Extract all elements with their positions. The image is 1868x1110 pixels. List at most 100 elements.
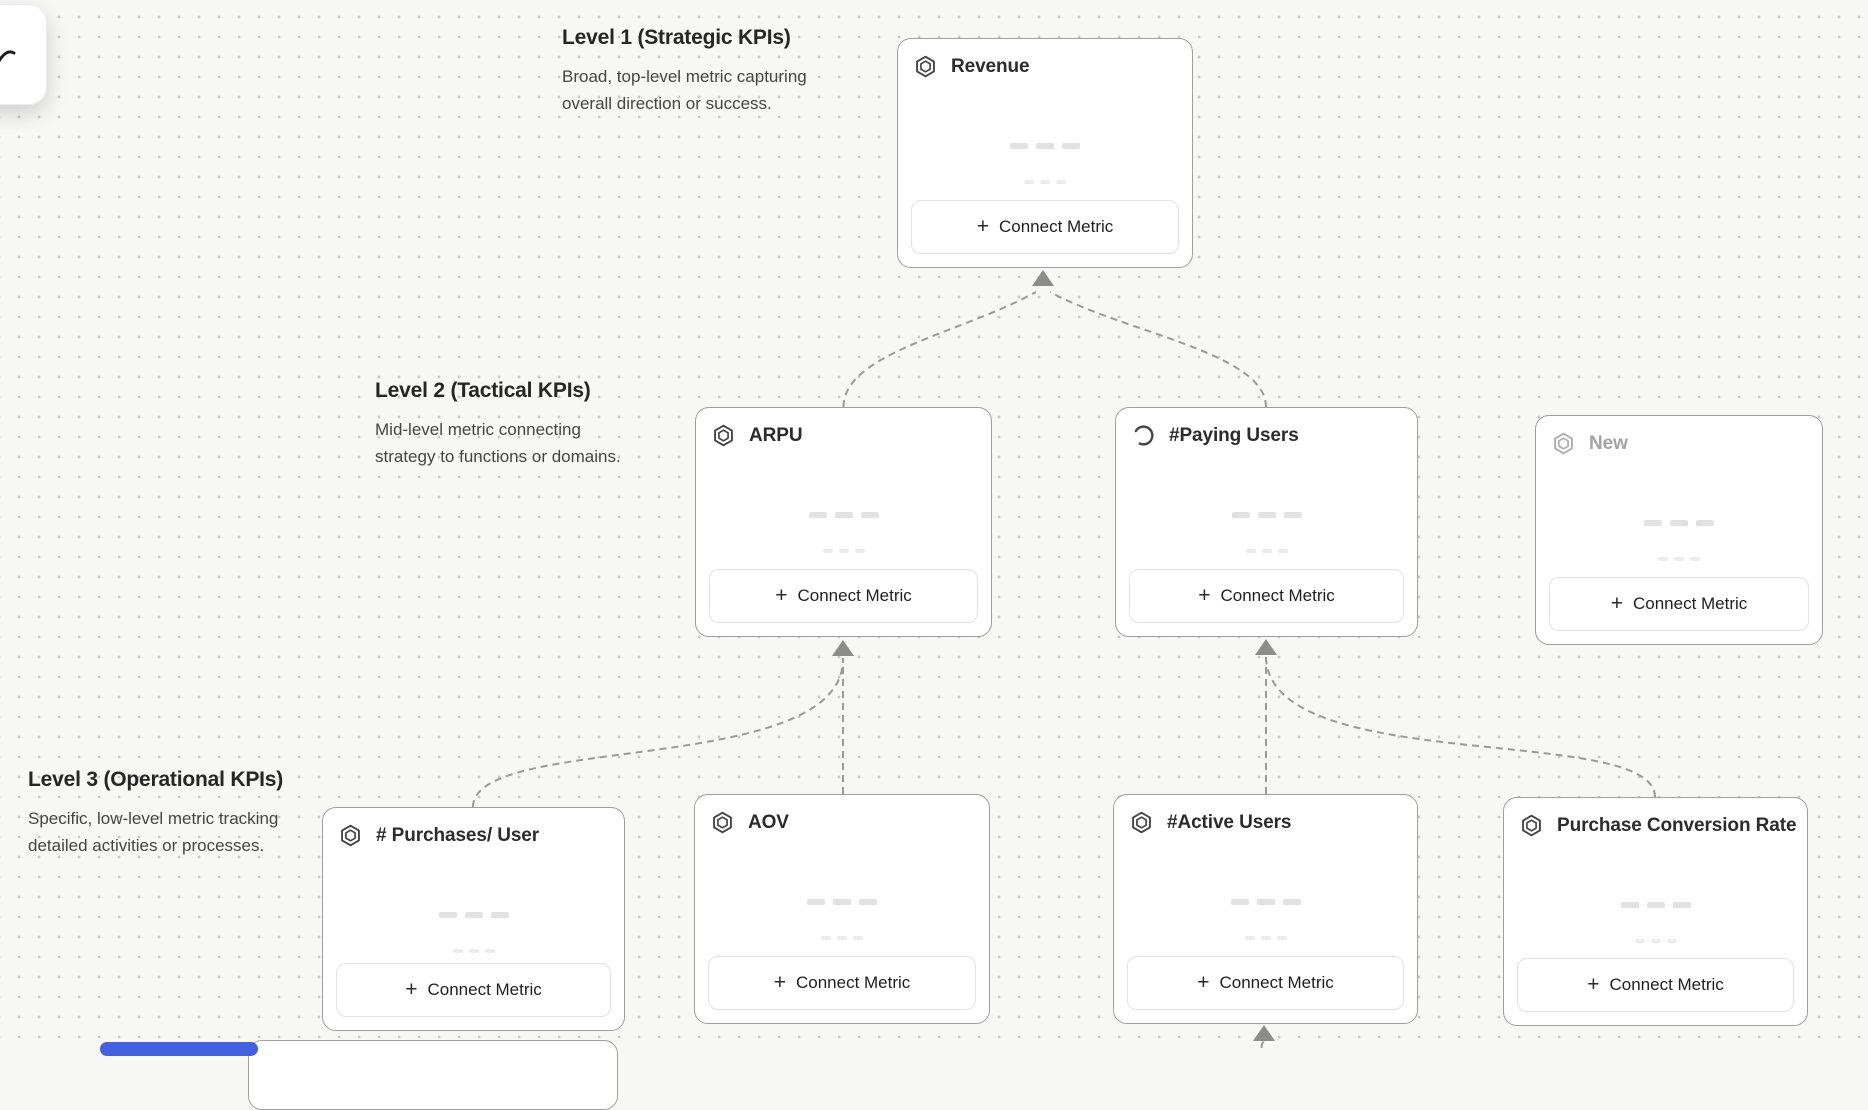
- connect-metric-button[interactable]: + Connect Metric: [1127, 956, 1404, 1010]
- connect-metric-button[interactable]: + Connect Metric: [709, 569, 978, 623]
- metric-title: ARPU: [749, 424, 803, 446]
- skeleton-bar: [859, 899, 877, 905]
- skeleton-bar: [452, 949, 463, 953]
- plus-icon: +: [1610, 591, 1623, 615]
- skeleton-bar: [1244, 936, 1255, 940]
- skeleton-bar: [1277, 549, 1288, 553]
- connect-metric-button[interactable]: + Connect Metric: [911, 200, 1179, 254]
- hexagon-badge-icon: [1551, 431, 1576, 456]
- connect-metric-button[interactable]: + Connect Metric: [1517, 958, 1794, 1012]
- skeleton-bar: [1040, 180, 1050, 184]
- hexagon-badge-icon: [710, 810, 735, 835]
- hexagon-badge-icon: [913, 54, 938, 79]
- spinner-icon: [1131, 423, 1156, 448]
- plus-icon: +: [1197, 970, 1210, 994]
- skeleton-bar: [1634, 939, 1645, 943]
- metric-card-purchase-conversion-rate[interactable]: Purchase Conversion Rate + Connect Metri…: [1503, 797, 1808, 1026]
- skeleton-placeholder: [1116, 448, 1417, 569]
- skeleton-bar: [854, 549, 865, 553]
- skeleton-bar: [1674, 557, 1684, 561]
- metric-card-purchases-per-user[interactable]: # Purchases/ User + Connect Metric: [322, 807, 625, 1031]
- hexagon-badge-icon: [338, 823, 363, 848]
- skeleton-bar: [860, 512, 879, 518]
- skeleton-placeholder: [1504, 838, 1807, 958]
- card-header: # Purchases/ User: [323, 808, 624, 848]
- skeleton-bar: [1620, 902, 1639, 908]
- skeleton-bar: [1672, 902, 1691, 908]
- skeleton-bar: [837, 936, 847, 940]
- card-header: #Active Users: [1114, 795, 1417, 835]
- skeleton-bar: [822, 549, 833, 553]
- skeleton-placeholder: [323, 848, 624, 963]
- arrowhead-up-icon: [832, 640, 854, 656]
- level-3-title: Level 3 (Operational KPIs): [28, 768, 284, 791]
- skeleton-bar: [1650, 939, 1661, 943]
- connect-metric-button[interactable]: + Connect Metric: [1549, 577, 1809, 631]
- plus-icon: +: [405, 977, 418, 1001]
- plus-icon: +: [1587, 972, 1600, 996]
- connect-metric-label: Connect Metric: [797, 586, 912, 605]
- connect-metric-label: Connect Metric: [795, 973, 911, 992]
- connect-metric-button[interactable]: + Connect Metric: [708, 956, 976, 1010]
- skeleton-bar: [1646, 902, 1665, 908]
- connect-metric-label: Connect Metric: [1632, 594, 1748, 613]
- card-header: #Paying Users: [1116, 408, 1417, 448]
- skeleton-bar: [438, 912, 457, 918]
- metric-title: #Paying Users: [1169, 424, 1299, 446]
- connect-metric-label: Connect Metric: [427, 980, 542, 999]
- metric-card-aov[interactable]: AOV + Connect Metric: [694, 794, 990, 1024]
- skeleton-bar: [1658, 557, 1668, 561]
- skeleton-placeholder: [898, 79, 1192, 200]
- connector-edges-layer: [472, 270, 1656, 1048]
- connect-metric-button[interactable]: + Connect Metric: [1129, 569, 1404, 623]
- skeleton-bar: [1276, 936, 1287, 940]
- connector-edge: [1049, 291, 1267, 408]
- metric-card-revenue[interactable]: Revenue + Connect Metric: [897, 38, 1193, 268]
- corner-toolbar[interactable]: [0, 4, 47, 105]
- metric-card-active-users[interactable]: #Active Users + Connect Metric: [1113, 794, 1418, 1024]
- cursor-icon: [0, 50, 16, 63]
- skeleton-bar: [1283, 512, 1302, 518]
- card-header: Revenue: [898, 39, 1192, 79]
- skeleton-placeholder: [1114, 835, 1417, 956]
- skeleton-bar: [1696, 520, 1714, 526]
- bottom-blue-bar[interactable]: [100, 1042, 258, 1056]
- card-header: New: [1536, 416, 1822, 456]
- skeleton-placeholder: [1536, 456, 1822, 577]
- level-2-heading-block: Level 2 (Tactical KPIs) Mid-level metric…: [375, 379, 621, 470]
- skeleton-bar: [1056, 180, 1066, 184]
- skeleton-bar: [807, 899, 825, 905]
- connector-edge: [1260, 1039, 1265, 1048]
- metric-card-arpu[interactable]: ARPU + Connect Metric: [695, 407, 992, 637]
- level-3-heading-block: Level 3 (Operational KPIs) Specific, low…: [28, 768, 283, 859]
- connect-metric-label: Connect Metric: [1219, 973, 1334, 992]
- metric-card-paying-users[interactable]: #Paying Users + Connect Metric: [1115, 407, 1418, 637]
- plus-icon: +: [773, 970, 786, 994]
- card-header: AOV: [695, 795, 989, 835]
- hexagon-badge-icon: [1129, 810, 1154, 835]
- plus-icon: +: [976, 214, 989, 238]
- connect-metric-label: Connect Metric: [998, 217, 1114, 236]
- connector-edge: [1265, 656, 1656, 798]
- metric-title: Revenue: [951, 55, 1030, 77]
- connector-edge: [472, 659, 844, 808]
- skeleton-bar: [838, 549, 849, 553]
- level-1-title: Level 1 (Strategic KPIs): [562, 26, 791, 49]
- connect-metric-button[interactable]: + Connect Metric: [336, 963, 611, 1017]
- connect-metric-label: Connect Metric: [1609, 975, 1724, 994]
- skeleton-bar: [1282, 899, 1301, 905]
- skeleton-bar: [1010, 143, 1028, 149]
- metric-title: #Active Users: [1167, 811, 1292, 833]
- skeleton-bar: [1036, 143, 1054, 149]
- metric-card-new[interactable]: New + Connect Metric: [1535, 415, 1823, 645]
- level-2-description: Mid-level metric connecting strategy to …: [375, 420, 621, 466]
- hexagon-badge-icon: [1519, 813, 1544, 838]
- skeleton-bar: [1024, 180, 1034, 184]
- card-header: Purchase Conversion Rate: [1504, 798, 1807, 838]
- hexagon-badge-icon: [711, 423, 736, 448]
- connect-metric-label: Connect Metric: [1220, 586, 1335, 605]
- partial-metric-card[interactable]: [248, 1040, 618, 1110]
- card-header: ARPU: [696, 408, 991, 448]
- level-1-heading-block: Level 1 (Strategic KPIs) Broad, top-leve…: [562, 26, 807, 117]
